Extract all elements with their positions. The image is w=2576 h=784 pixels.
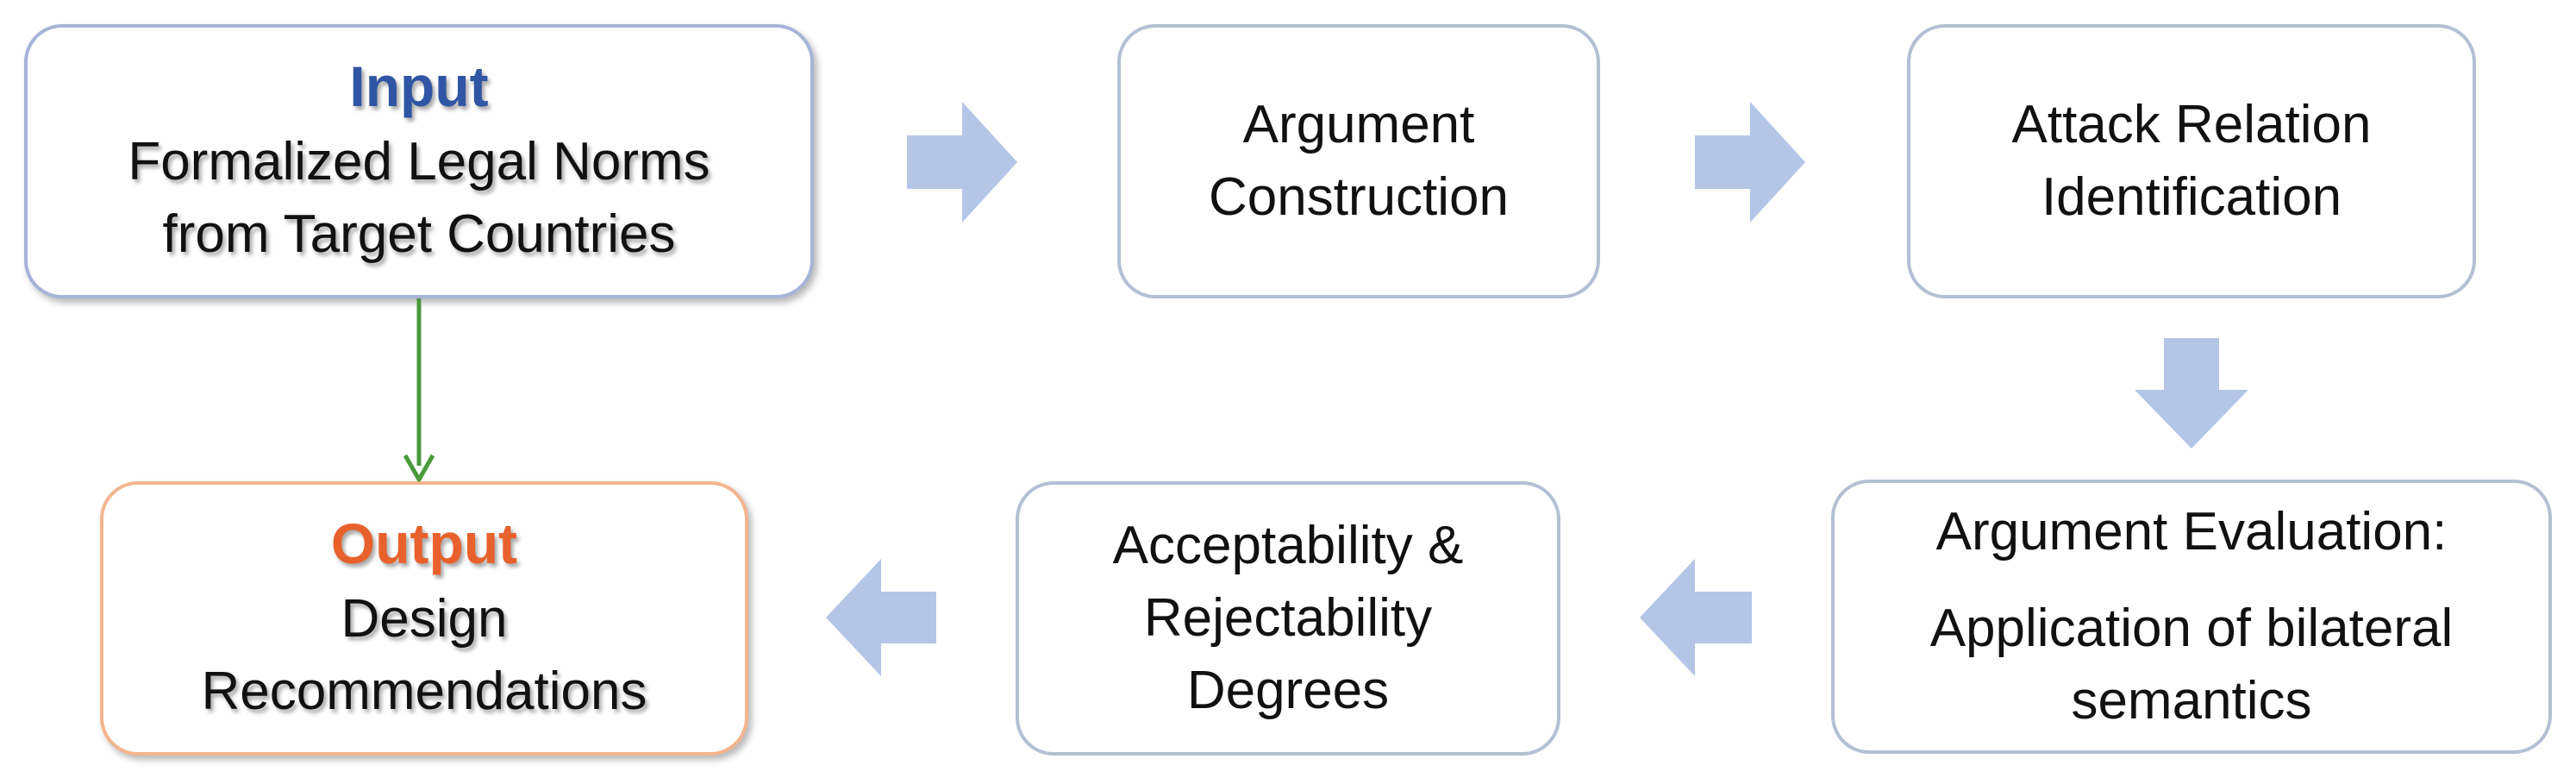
arrow-attack-to-evaluation <box>2135 338 2248 448</box>
attack-line-2: Identification <box>2041 167 2342 227</box>
output-line-1: Design <box>341 589 508 649</box>
arrow-construction-to-attack <box>1695 102 1805 223</box>
arrow-input-to-construction <box>907 102 1017 223</box>
degrees-line-3: Degrees <box>1186 661 1390 720</box>
arrow-evaluation-to-degrees <box>1640 559 1752 676</box>
input-heading: Input <box>349 54 489 118</box>
attack-line-1: Attack Relation <box>2011 95 2372 154</box>
input-box: Input Formalized Legal Norms from Target… <box>24 24 814 298</box>
arrow-degrees-to-output <box>826 559 936 676</box>
direct-link-arrowhead <box>403 454 435 482</box>
degrees-box: Acceptability & Rejectability Degrees <box>1016 481 1560 756</box>
input-line-1: Formalized Legal Norms <box>128 132 710 191</box>
output-box: Output Design Recommendations <box>100 481 748 756</box>
evaluation-line-1: Application of bilateral <box>1929 599 2454 658</box>
attack-relation-box: Attack Relation Identification <box>1907 24 2476 298</box>
output-line-2: Recommendations <box>201 662 647 721</box>
construction-line-2: Construction <box>1208 167 1510 227</box>
output-heading: Output <box>330 511 518 575</box>
degrees-line-1: Acceptability & <box>1112 516 1464 575</box>
input-line-2: from Target Countries <box>162 204 676 264</box>
argument-construction-box: Argument Construction <box>1117 24 1600 298</box>
evaluation-line-2: semantics <box>2071 671 2312 731</box>
argument-evaluation-box: Argument Evaluation: Application of bila… <box>1831 480 2552 754</box>
construction-line-1: Argument <box>1242 95 1475 154</box>
evaluation-title: Argument Evaluation: <box>1935 502 2448 561</box>
degrees-line-2: Rejectability <box>1143 588 1433 648</box>
